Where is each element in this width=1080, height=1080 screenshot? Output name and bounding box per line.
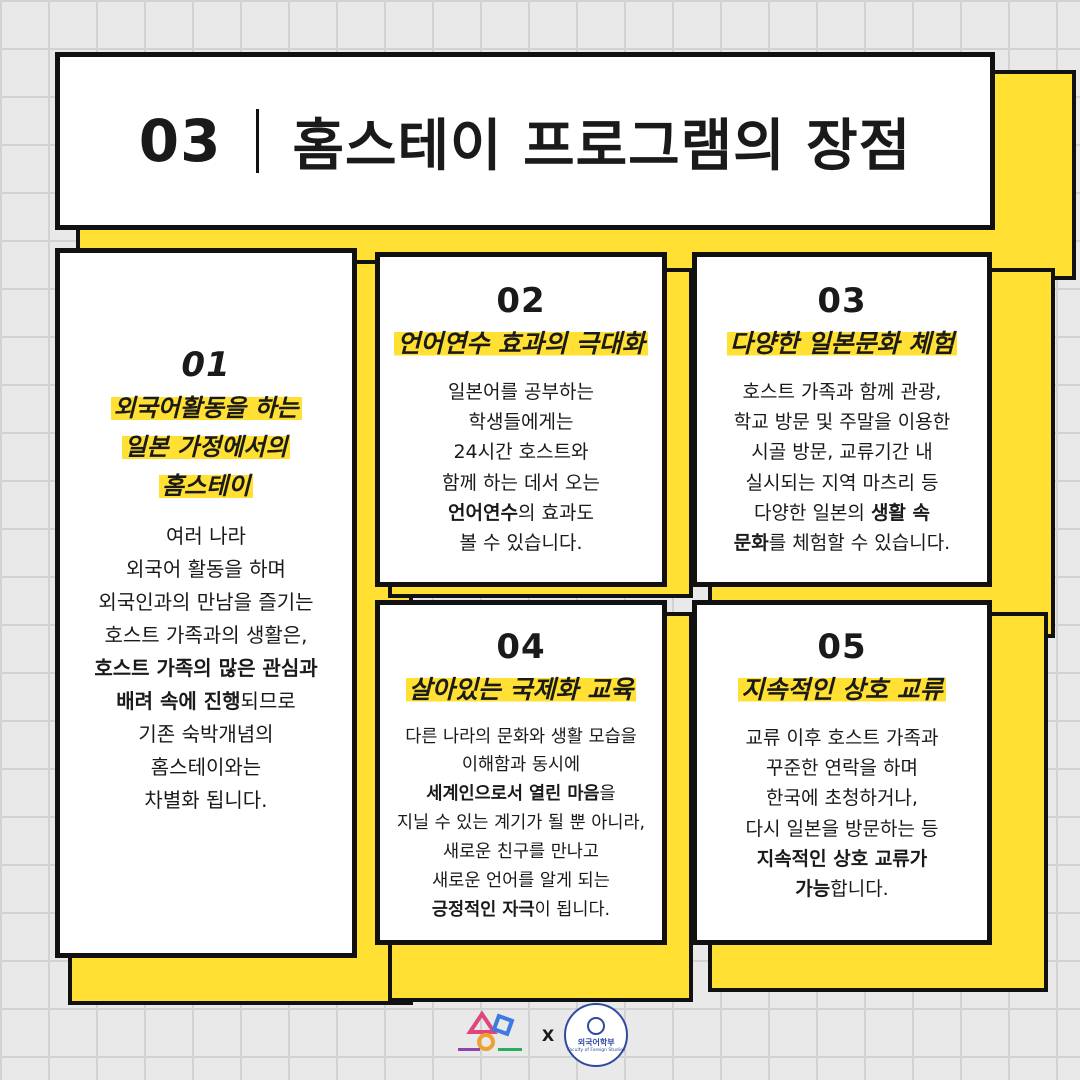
card-number: 04 [496,627,546,667]
card-number: 02 [496,281,546,321]
card-title-line: 지속적인 상호 교류 [738,675,946,704]
card-title: 살아있는 국제화 교육 [405,671,637,709]
page-title: 홈스테이 프로그램의 장점 [292,113,912,179]
card-title: 다양한 일본문화 체험 [726,325,958,363]
card-title: 언어연수 효과의 극대화 [394,325,648,363]
program-logo-icon [457,1010,522,1051]
header-divider [255,109,259,173]
card-title-line: 홈스테이 [158,471,254,500]
university-seal-icon [587,1017,606,1035]
card-title: 지속적인 상호 교류 [738,671,946,709]
card-title-line: 다양한 일본문화 체험 [726,329,958,358]
card-panel: 03 다양한 일본문화 체험 호스트 가족과 함께 관광,학교 방문 및 주말을… [692,252,992,587]
card-number: 05 [817,627,867,667]
faculty-name: 외국어학부 [577,1038,615,1047]
faculty-name-en: Faculty of Foreign Studies [567,1048,626,1053]
card-title: 외국어활동을 하는 일본 가정에서의 홈스테이 [110,389,302,506]
footer-logos: X 외국어학부 Faculty of Foreign Studies [0,1000,1080,1070]
collab-separator: X [541,1025,555,1045]
card-number: 01 [181,345,231,385]
program-logo [452,1010,532,1060]
card-title-line: 살아있는 국제화 교육 [405,675,637,704]
card-title-line: 일본 가정에서의 [121,432,291,461]
card-title-line: 언어연수 효과의 극대화 [394,329,648,358]
faculty-logo: 외국어학부 Faculty of Foreign Studies [564,1003,629,1067]
card-number: 03 [817,281,867,321]
header-panel: 03 홈스테이 프로그램의 장점 [55,52,995,230]
section-number: 03 [138,107,222,175]
card-title-line: 외국어활동을 하는 [110,394,302,422]
